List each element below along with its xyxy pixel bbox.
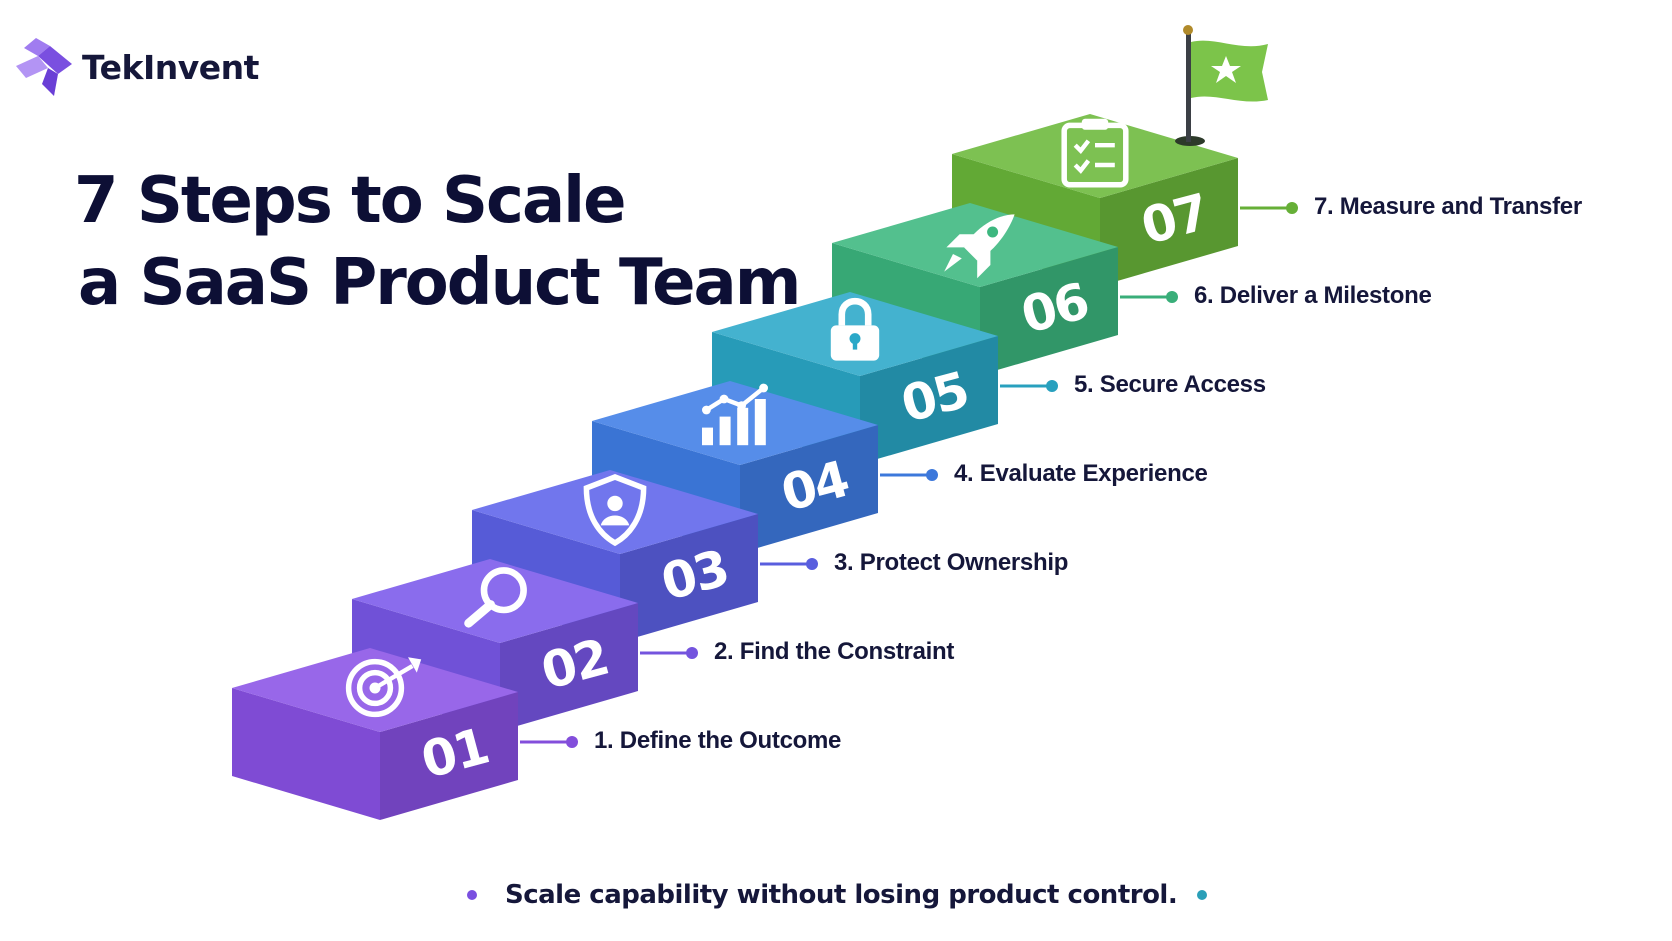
title-line-2: a SaaS Product Team — [78, 246, 801, 320]
footer-tagline: Scale capability without losing product … — [0, 880, 1672, 910]
connector-dot — [1046, 380, 1058, 392]
connector-dot — [806, 558, 818, 570]
star-flag-icon — [1175, 25, 1268, 146]
step-label-01: 1. Define the Outcome — [594, 727, 842, 754]
checklist-icon — [1061, 118, 1129, 188]
teklnvent-logo-icon — [16, 38, 72, 96]
footer-text: Scale capability without losing product … — [505, 880, 1178, 910]
footer-lines — [60, 890, 1612, 900]
step-label-03: 3. Protect Ownership — [834, 549, 1069, 576]
step-label-06: 6. Deliver a Milestone — [1194, 282, 1432, 309]
connector-dot — [926, 469, 938, 481]
step-label-04: 4. Evaluate Experience — [954, 460, 1208, 487]
step-label-05: 5. Secure Access — [1074, 371, 1266, 398]
connector-dot — [566, 736, 578, 748]
growth-chart-icon — [702, 383, 768, 446]
step-label-07: 7. Measure and Transfer — [1314, 193, 1582, 220]
step-label-02: 2. Find the Constraint — [714, 638, 955, 665]
step-block-01: 01 — [232, 648, 518, 820]
connector-dot — [1286, 202, 1298, 214]
connector-dot — [686, 647, 698, 659]
rocket-icon — [944, 214, 1015, 279]
step-connectors — [520, 202, 1298, 748]
brand-name: TekInvent — [82, 47, 259, 87]
shield-user-icon — [583, 474, 647, 547]
connector-dot — [1166, 291, 1178, 303]
target-icon — [345, 657, 422, 718]
magnifier-icon — [464, 567, 527, 628]
title-line-1: 7 Steps to Scale — [74, 164, 626, 238]
brand-logo: TekInvent — [14, 36, 259, 98]
page-title: 7 Steps to Scale a SaaS Product Team — [74, 160, 801, 324]
lock-icon — [830, 297, 880, 361]
